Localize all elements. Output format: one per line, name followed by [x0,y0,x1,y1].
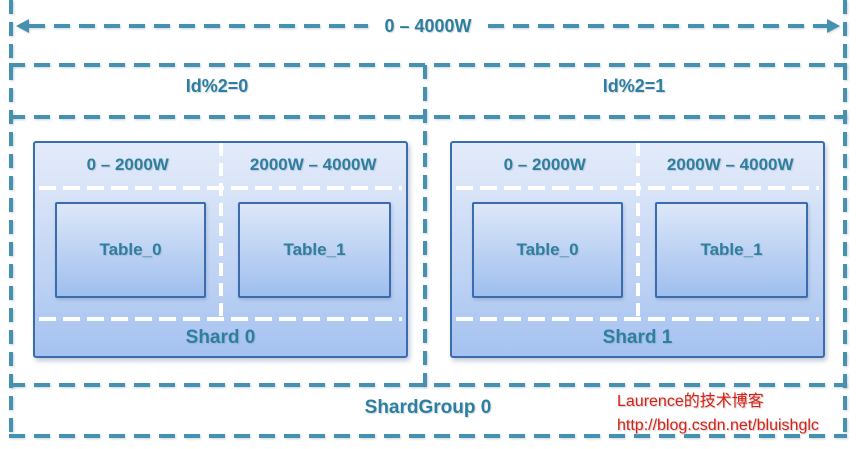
shard0-range-label-0: 0 – 2000W [86,155,169,174]
table-label: Table_1 [700,240,763,259]
shard1-table-box-0: Table_0 [472,202,623,298]
shard0-table-box-1: Table_1 [238,202,391,298]
shard0-table-box-0: Table_0 [55,202,206,298]
shard0-footer-divider [39,317,402,321]
shard0-range-label-1: 2000W – 4000W [249,155,377,174]
range-arrow-label: 0 – 4000W [384,15,472,36]
shard1-vertical-divider [636,143,640,319]
watermark-author: Laurence的技术博客 [617,393,764,410]
shardgroup-label: ShardGroup 0 [364,397,492,418]
partition-label-0: Id%2=0 [185,76,249,96]
table-label: Table_0 [516,240,579,259]
watermark-url: http://blog.csdn.net/bluishglc [617,417,819,434]
shardgroup-border-left [9,0,13,437]
shard0-label: Shard 0 [185,327,256,348]
partition-label-1: Id%2=1 [602,76,666,96]
range-arrow: 0 – 4000W [16,15,840,36]
shard1-range-label-1: 2000W – 4000W [666,155,794,174]
table-label: Table_0 [99,240,162,259]
shard1-footer-divider [456,317,819,321]
arrow-dash-left [29,24,369,28]
watermark: Laurence的技术博客 http://blog.csdn.net/bluis… [617,390,819,438]
shardgroup-border-right [843,0,847,437]
shard1-label: Shard 1 [602,327,673,348]
partition-band-top-divider [9,63,847,67]
partition-middle-divider [423,65,427,387]
shardgroup-border-bottom [9,434,847,438]
table-label: Table_1 [283,240,346,259]
right-arrowhead-icon [827,19,840,33]
shard-box-0: 0 – 2000W 2000W – 4000W Table_0 Table_1 … [33,141,408,358]
left-arrowhead-icon [16,19,29,33]
shard1-table-box-1: Table_1 [655,202,808,298]
partition-band-bottom-divider [9,115,847,119]
shard1-range-label-0: 0 – 2000W [503,155,586,174]
shardgroup-label-divider [9,383,847,387]
arrow-dash-right [487,24,827,28]
shard0-vertical-divider [219,143,223,319]
shard-box-1: 0 – 2000W 2000W – 4000W Table_0 Table_1 … [450,141,825,358]
